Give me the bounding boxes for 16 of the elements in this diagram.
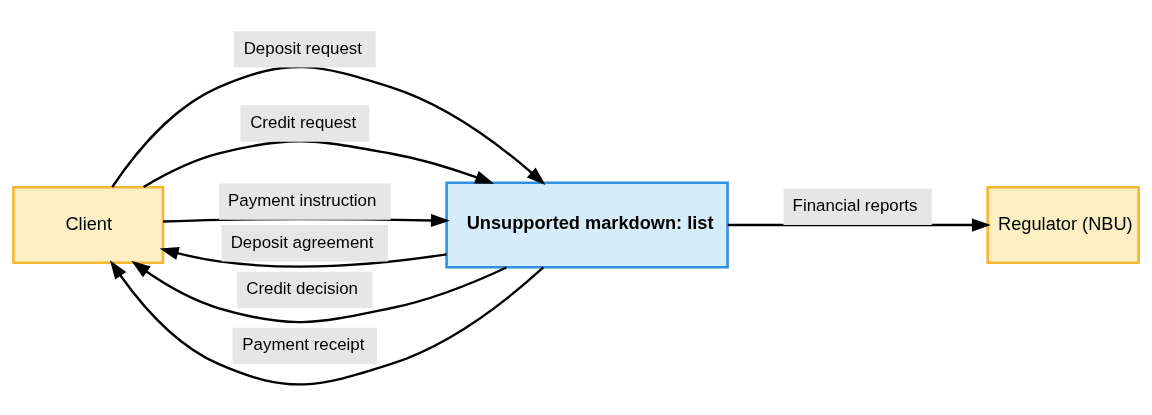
node-box: Unsupported markdown: list	[445, 180, 729, 269]
arrow	[143, 139, 495, 188]
edge-label: Financial reports	[792, 195, 918, 215]
edge-label: Credit request	[250, 112, 357, 132]
edge-label: Deposit request	[243, 38, 362, 58]
arrow	[727, 217, 991, 232]
arrow	[111, 65, 546, 188]
arrow	[159, 246, 447, 268]
edge-label: Credit decision	[246, 278, 358, 298]
arrow	[131, 260, 507, 323]
edge-label: Payment instruction	[228, 190, 377, 210]
edge-label: Deposit agreement	[230, 232, 374, 252]
node-box: Client	[12, 185, 165, 264]
node-box: Regulator (NBU)	[986, 185, 1140, 264]
edge-label: Payment receipt	[242, 334, 365, 354]
arrow	[109, 259, 545, 385]
